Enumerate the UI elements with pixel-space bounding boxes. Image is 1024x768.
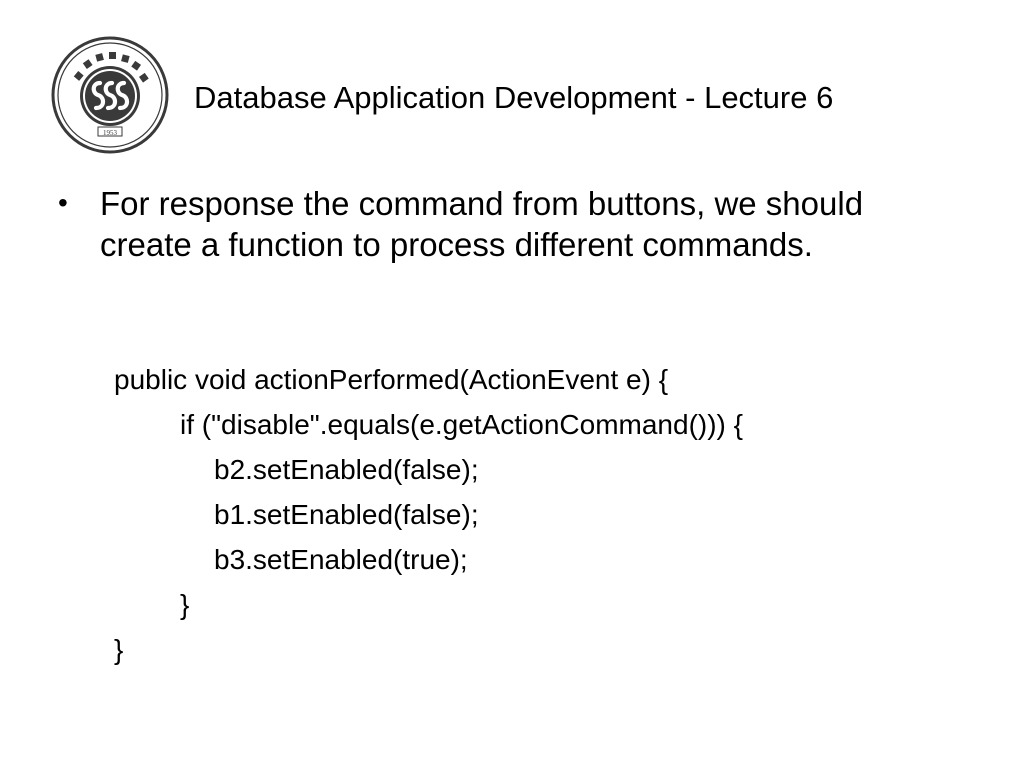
logo-year: 1953 (103, 129, 118, 137)
bullet-item: • For response the command from buttons,… (58, 183, 918, 265)
bullet-marker: • (58, 187, 68, 218)
code-line: public void actionPerformed(ActionEvent … (114, 364, 669, 395)
code-line: } (180, 589, 190, 620)
bullet-text: For response the command from buttons, w… (100, 185, 864, 263)
college-seal-icon: 1953 (50, 35, 170, 155)
code-line: b2.setEnabled(false); (214, 454, 479, 485)
code-line: b1.setEnabled(false); (214, 499, 479, 530)
page-title: Database Application Development - Lectu… (194, 80, 834, 115)
code-line: b3.setEnabled(true); (214, 544, 468, 575)
code-line: if ("disable".equals(e.getActionCommand(… (180, 409, 744, 440)
code-line: } (114, 634, 124, 665)
